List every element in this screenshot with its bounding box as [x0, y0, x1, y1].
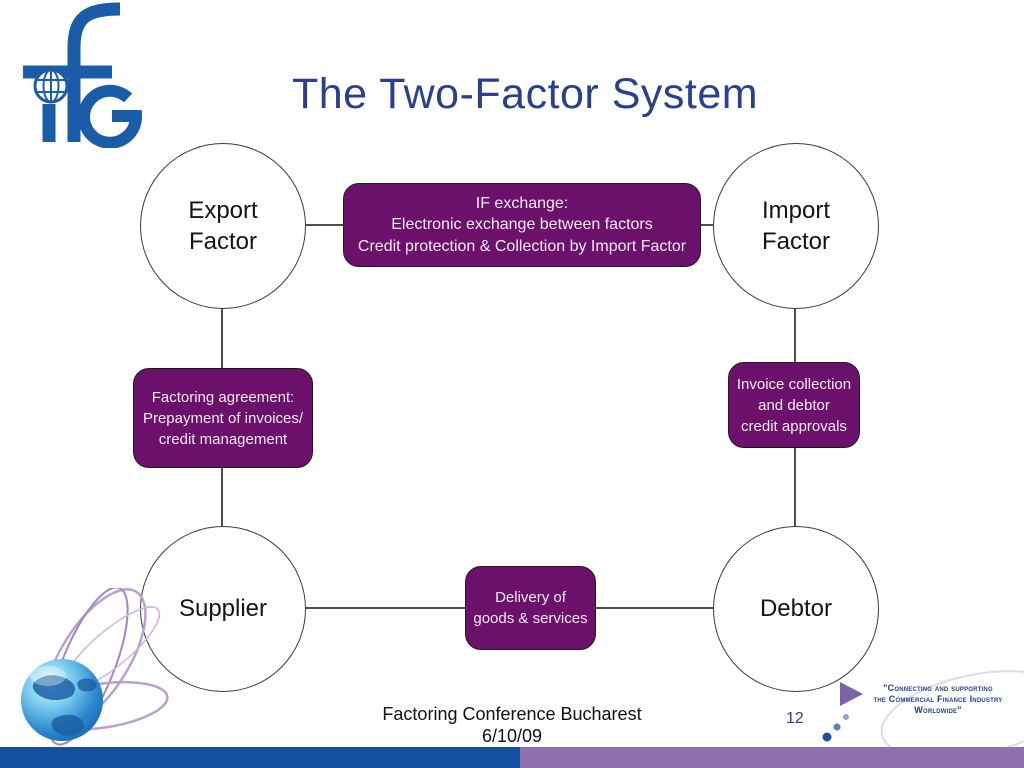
- tagline-line1: "Connecting and supporting: [883, 683, 993, 693]
- edge-label-if-exchange-line1: IF exchange:: [475, 194, 569, 212]
- edge-label-delivery-line2: goods & services: [473, 610, 588, 627]
- edge-label-invoice-collection-line2: and debtor: [758, 396, 830, 414]
- footer-conference-name: Factoring Conference Bucharest: [382, 704, 642, 724]
- edge-label-delivery: Delivery of goods & services: [465, 566, 596, 650]
- footer-bar-purple: [520, 747, 1024, 768]
- node-export-factor: Export Factor: [140, 143, 306, 309]
- edge-label-factoring-agreement-line3: credit management: [158, 430, 288, 448]
- tagline-line2: the Commercial Finance Industry: [873, 694, 1003, 704]
- node-export-factor-label-2: Factor: [188, 228, 257, 255]
- node-supplier-label: Supplier: [178, 595, 268, 623]
- node-import-factor-label-2: Factor: [761, 228, 830, 255]
- tagline-dot-small: [843, 714, 849, 720]
- tagline-arrow-icon: [840, 682, 863, 706]
- footer-caption: Factoring Conference Bucharest 6/10/09: [382, 704, 641, 747]
- node-import-factor: Import Factor: [713, 143, 879, 309]
- slide-title: The Two-Factor System: [291, 70, 759, 118]
- tagline-dot-large: [822, 732, 832, 742]
- edge-label-if-exchange-line3: Credit protection & Collection by Import…: [357, 237, 687, 255]
- tagline-dot-medium: [833, 723, 841, 731]
- edge-label-delivery-line1: Delivery of: [495, 589, 566, 606]
- ifg-logo-icon: [23, 2, 143, 148]
- node-supplier: Supplier: [140, 526, 306, 692]
- tagline-line3: Worldwide": [914, 705, 962, 715]
- node-debtor: Debtor: [713, 526, 879, 692]
- edge-label-invoice-collection-line1: Invoice collection: [736, 375, 852, 393]
- node-import-factor-label-1: Import: [761, 196, 830, 224]
- tagline-text: "Connecting and supporting the Commercia…: [863, 683, 1013, 716]
- edge-label-factoring-agreement-line2: Prepayment of invoices/: [142, 409, 304, 427]
- edge-label-invoice-collection-line3: credit approvals: [741, 417, 847, 435]
- globe-swirl-graphic: [21, 588, 169, 746]
- edge-label-invoice-collection: Invoice collection and debtor credit app…: [728, 362, 860, 448]
- edge-label-if-exchange: IF exchange: Electronic exchange between…: [343, 183, 701, 267]
- edge-label-factoring-agreement-line1: Factoring agreement:: [151, 388, 295, 406]
- page-number: 12: [786, 710, 804, 727]
- footer-bar-blue: [0, 747, 520, 768]
- footer-date: 6/10/09: [481, 725, 543, 746]
- edge-label-factoring-agreement: Factoring agreement: Prepayment of invoi…: [133, 368, 313, 468]
- node-export-factor-label-1: Export: [188, 196, 258, 224]
- edge-label-if-exchange-line2: Electronic exchange between factors: [391, 216, 653, 234]
- node-debtor-label: Debtor: [759, 595, 833, 623]
